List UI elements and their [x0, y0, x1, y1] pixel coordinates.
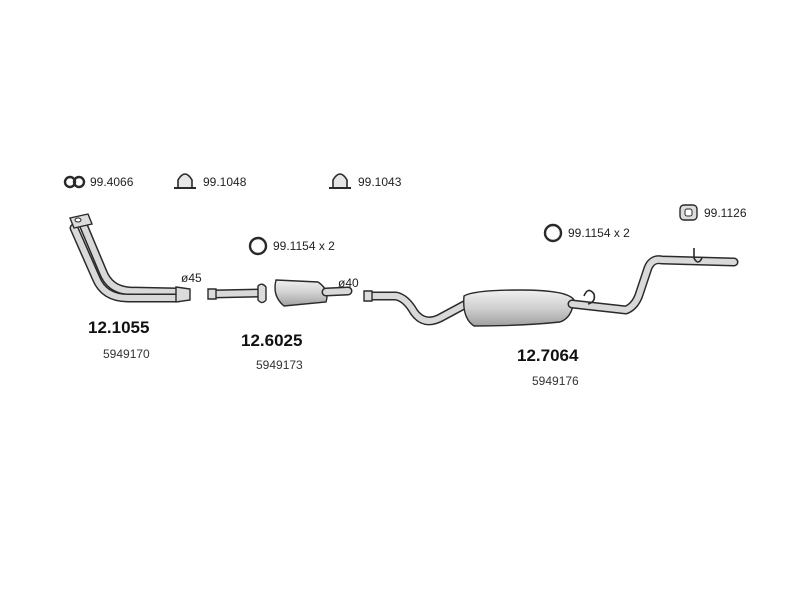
rear-muffler-oe-number: 5949176: [532, 374, 579, 388]
front-pipe-oe-number: 5949170: [103, 347, 150, 361]
center-muffler-part-number: 12.6025: [241, 331, 302, 350]
gasket-label: 99.4066: [90, 175, 134, 189]
tail-hanger-bracket: [693, 248, 703, 263]
rear-muffler-assembly: [363, 248, 739, 327]
pipe-hanger-bracket: [257, 283, 267, 304]
center-muffler-assembly: [207, 279, 353, 307]
double-gasket-icon: [63, 175, 86, 189]
u-clamp-icon: [174, 173, 196, 189]
rear-muffler-part-number: 12.7064: [517, 346, 579, 365]
hanger-rear-label: 99.1126: [704, 206, 747, 220]
u-clamp-icon: [329, 173, 351, 189]
clamp-2-label: 99.1043: [358, 175, 402, 189]
center-muffler-body: [274, 279, 328, 307]
clamp-1-label: 99.1048: [203, 175, 247, 189]
rear-muffler-body: [463, 289, 575, 327]
rear-hanger-bracket: [583, 289, 596, 305]
rubber-ring-icon: [248, 236, 268, 256]
front-pipe-part-number: 12.1055: [88, 318, 149, 337]
front-pipe: [69, 213, 191, 303]
rubber-ring-icon: [543, 223, 563, 243]
center-muffler-oe-number: 5949173: [256, 358, 303, 372]
ring-rear-label: 99.1154 x 2: [568, 226, 630, 240]
rubber-hanger-icon: [679, 204, 698, 221]
front-pipe-diameter: ø45: [181, 271, 202, 285]
center-muffler-diameter: ø40: [338, 276, 359, 290]
ring-front-label: 99.1154 x 2: [273, 239, 335, 253]
